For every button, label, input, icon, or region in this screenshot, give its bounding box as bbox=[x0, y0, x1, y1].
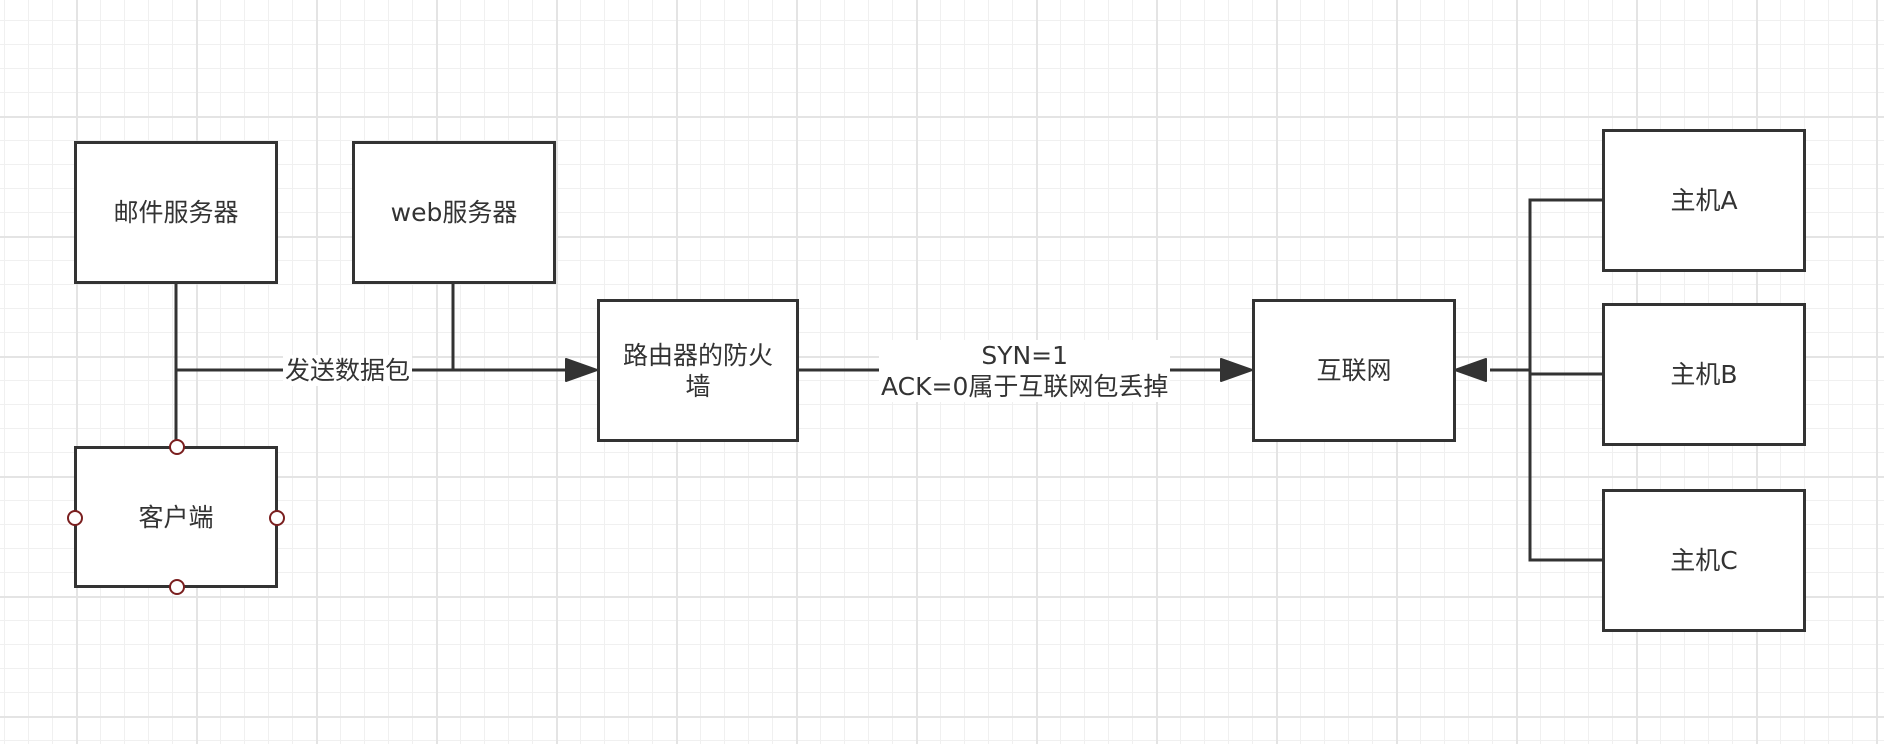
mail-server-label: 邮件服务器 bbox=[113, 198, 239, 227]
send-packet-label: 发送数据包 bbox=[283, 355, 413, 386]
ack-drop-label-line: ACK=0属于互联网包丢掉 bbox=[881, 372, 1169, 401]
client-handle-top[interactable] bbox=[169, 439, 185, 455]
edge-hosts-bus bbox=[1528, 198, 1603, 562]
internet-node[interactable]: 互联网 bbox=[1252, 299, 1456, 442]
host-a-node[interactable]: 主机A bbox=[1602, 129, 1806, 272]
firewall-label: 路由器的防火墙 bbox=[622, 340, 773, 401]
client-handle-right[interactable] bbox=[269, 510, 285, 526]
syn-ack-label: SYN=1 ACK=0属于互联网包丢掉 bbox=[879, 340, 1171, 402]
mail-server-node[interactable]: 邮件服务器 bbox=[74, 141, 278, 284]
web-server-node[interactable]: web服务器 bbox=[352, 141, 556, 284]
host-a-label: 主机A bbox=[1670, 186, 1738, 215]
host-b-node[interactable]: 主机B bbox=[1602, 303, 1806, 446]
host-c-node[interactable]: 主机C bbox=[1602, 489, 1806, 632]
arrowhead-to-internet bbox=[1220, 358, 1253, 382]
client-label: 客户端 bbox=[138, 502, 214, 532]
web-server-label: web服务器 bbox=[390, 198, 518, 227]
client-handle-left[interactable] bbox=[67, 510, 83, 526]
arrowhead-from-hosts bbox=[1454, 358, 1487, 382]
host-c-label: 主机C bbox=[1670, 546, 1738, 575]
syn-label-line: SYN=1 bbox=[981, 341, 1069, 370]
client-node[interactable]: 客户端 bbox=[74, 446, 278, 588]
internet-label: 互联网 bbox=[1316, 356, 1392, 385]
send-packet-text: 发送数据包 bbox=[285, 356, 411, 385]
firewall-node[interactable]: 路由器的防火墙 bbox=[597, 299, 799, 442]
host-b-label: 主机B bbox=[1670, 360, 1738, 389]
arrowhead-to-firewall bbox=[565, 358, 598, 382]
client-handle-bottom[interactable] bbox=[169, 579, 185, 595]
